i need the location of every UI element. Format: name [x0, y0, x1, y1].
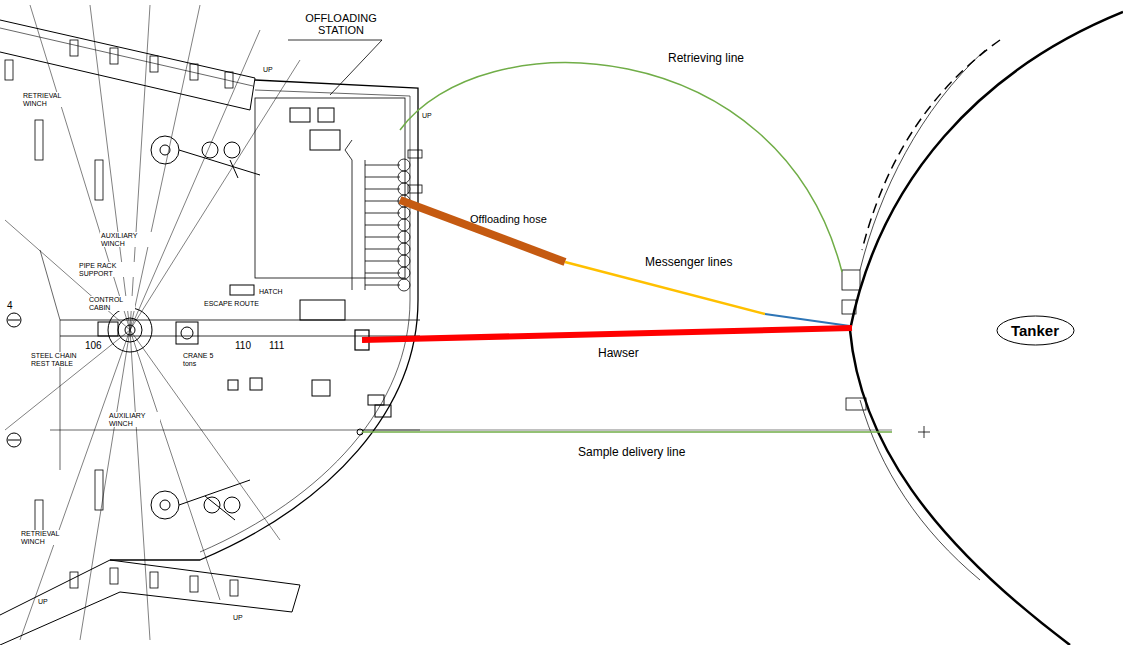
- line-label: Messenger lines: [645, 256, 732, 269]
- part-label: AUXILIARY WINCH: [108, 412, 160, 427]
- line-label: OFFLOADING STATION: [296, 12, 386, 36]
- part-label: RETRIEVAL WINCH: [20, 530, 72, 545]
- part-label: PIPE RACK SUPPORT: [78, 262, 135, 277]
- vessel-ellipse: Tanker: [996, 315, 1075, 346]
- part-label: RETRIEVAL WINCH: [22, 92, 74, 107]
- line-label: Retrieving line: [668, 52, 744, 65]
- line-label: Hawser: [598, 347, 639, 360]
- part-label: 4: [6, 300, 14, 311]
- part-label: UP: [421, 112, 433, 120]
- vessel-name: Tanker: [1011, 322, 1059, 339]
- line-label: Sample delivery line: [578, 446, 685, 459]
- part-label: UP: [37, 598, 49, 606]
- ellipse-shape: [997, 316, 1074, 345]
- part-label: CONTROL CABIN: [88, 296, 135, 311]
- line-label: Offloading hose: [470, 213, 547, 225]
- part-label: HATCH: [258, 288, 284, 296]
- part-label: ESCAPE ROUTE: [203, 300, 260, 308]
- part-label: AUXILIARY WINCH: [100, 232, 152, 247]
- part-label: STEEL CHAIN REST TABLE: [30, 352, 82, 367]
- part-label: 110: [234, 340, 252, 351]
- part-label: 106: [84, 340, 103, 351]
- part-label: UP: [232, 614, 244, 622]
- part-label: CRANE 5 tons: [182, 352, 222, 367]
- part-label: 111: [268, 340, 285, 351]
- part-label: UP: [262, 66, 274, 74]
